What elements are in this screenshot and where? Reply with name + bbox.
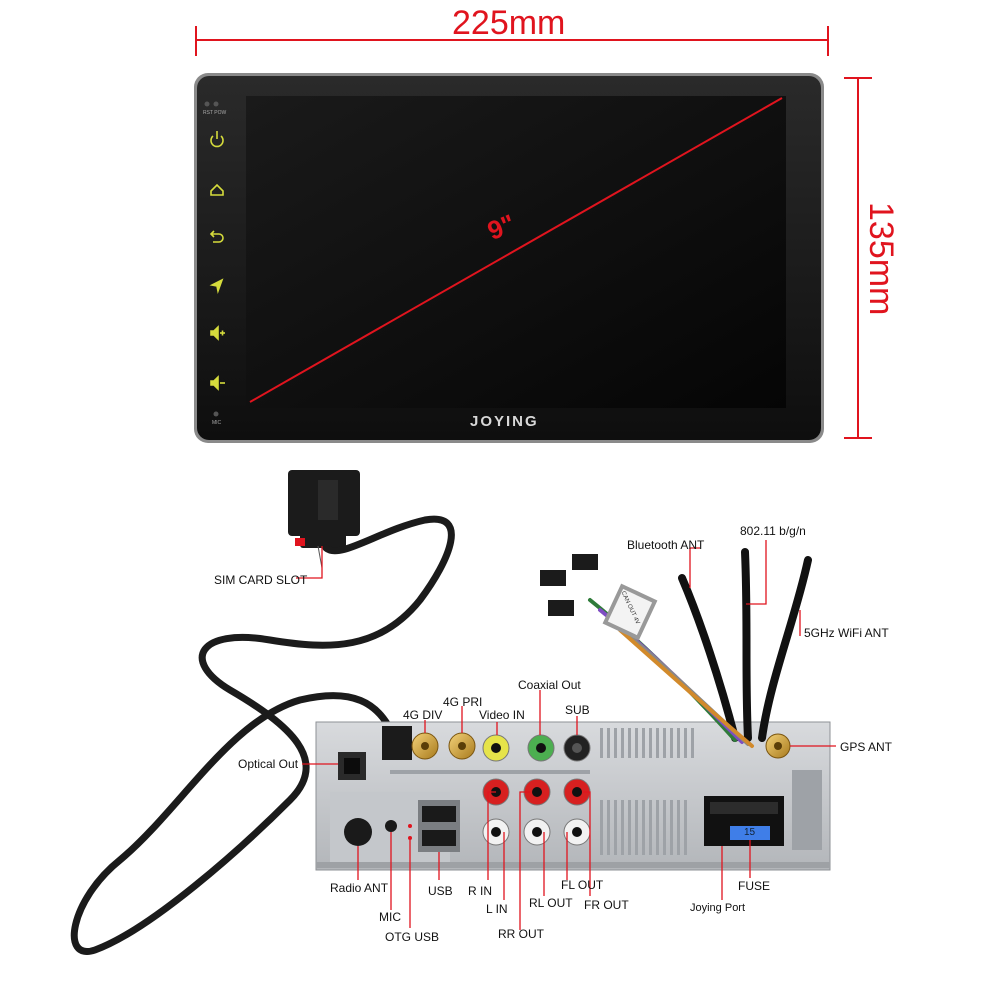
- wifi-5-label: 5GHz WiFi ANT: [804, 626, 889, 640]
- sim-card-module: [288, 470, 360, 569]
- mic-label: MIC: [379, 910, 401, 924]
- wifi-24-label: 802.11 b/g/n: [740, 524, 806, 538]
- radio-ant-port: [344, 818, 372, 846]
- sim-connector: [382, 726, 412, 760]
- 4g-div-label: 4G DIV: [403, 708, 443, 722]
- width-dimension-line: [195, 26, 829, 56]
- otg-dot: [408, 824, 412, 828]
- fuse-label: FUSE: [738, 879, 771, 893]
- rr-out-label: RR OUT: [498, 927, 544, 941]
- rst-pow-label: RST POW: [203, 110, 227, 116]
- optical-out-port: [338, 752, 366, 780]
- r-in-label: R IN: [468, 884, 492, 898]
- joying-port-connector: [704, 796, 784, 846]
- sim-cable: [70, 515, 455, 955]
- otg-usb-label: OTG USB: [385, 930, 440, 944]
- antenna-cables: [678, 548, 812, 742]
- rl-out-label: RL OUT: [529, 896, 573, 910]
- rca-jacks: [482, 734, 591, 846]
- gps-connector: [765, 733, 791, 759]
- coaxial-out-label: Coaxial Out: [518, 678, 581, 692]
- radio-ant-label: Radio ANT: [330, 881, 389, 895]
- fl-out-label: FL OUT: [561, 878, 604, 892]
- head-unit: [194, 73, 824, 443]
- usb-label: USB: [428, 884, 453, 898]
- width-label: 225mm: [452, 4, 566, 42]
- volume-down-icon: [210, 375, 225, 391]
- sub-label: SUB: [565, 703, 590, 717]
- callout-lines: [296, 540, 836, 930]
- usb-ports: [418, 800, 460, 852]
- otg-dot-2: [408, 836, 412, 840]
- fuse-value: 15: [744, 827, 756, 838]
- navigation-icon: [209, 278, 224, 294]
- gps-ant-label: GPS ANT: [840, 740, 893, 754]
- height-label: 135mm: [862, 202, 900, 316]
- bluetooth-ant-label: Bluetooth ANT: [627, 538, 705, 552]
- sim-card-slot-label: SIM CARD SLOT: [214, 573, 308, 587]
- side-icons: [209, 131, 225, 391]
- vent-slots: [390, 728, 822, 855]
- volume-up-icon: [210, 325, 225, 341]
- fr-out-label: FR OUT: [584, 898, 629, 912]
- back-icon: [209, 230, 224, 243]
- mic-small-label: MIC: [212, 420, 222, 426]
- 4g-div-connector: [411, 732, 439, 760]
- home-icon: [210, 183, 224, 196]
- l-in-label: L IN: [486, 902, 508, 916]
- height-dimension-line: [844, 77, 872, 439]
- 4g-pri-connector: [448, 732, 476, 760]
- brand-logo: JOYING: [470, 413, 539, 430]
- optical-out-label: Optical Out: [238, 757, 299, 771]
- mic-port: [385, 820, 397, 832]
- diagonal-line: [249, 97, 783, 403]
- video-in-label: Video IN: [479, 708, 525, 722]
- power-icon: [210, 131, 224, 148]
- joying-port-label: Joying Port: [690, 902, 746, 914]
- wiring-harness: [540, 554, 754, 748]
- 4g-pri-label: 4G PRI: [443, 695, 483, 709]
